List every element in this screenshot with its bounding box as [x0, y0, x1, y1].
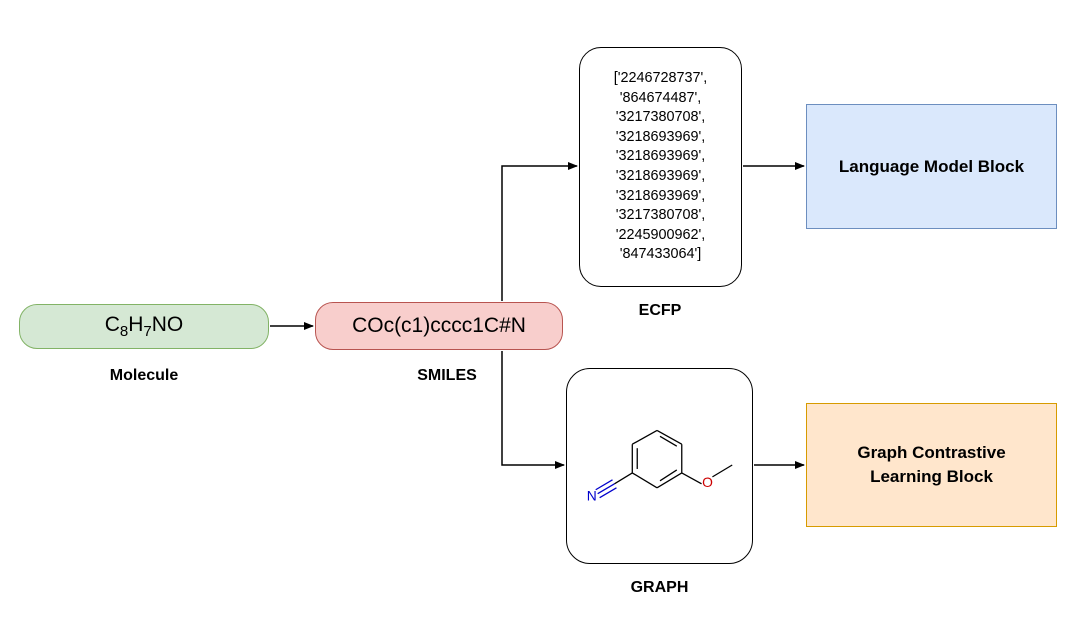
graph-contrastive-learning-block: Graph Contrastive Learning Block — [806, 403, 1057, 527]
smiles-string: COc(c1)cccc1C#N — [352, 314, 526, 337]
molecule-structure-drawing: N O — [587, 429, 733, 504]
formula-element: NO — [151, 312, 184, 336]
ecfp-bit: '3218693969', — [615, 148, 706, 165]
ecfp-node: ['2246728737', '864674487', '3217380708'… — [579, 47, 742, 287]
ecfp-bit-list: ['2246728737', '864674487', '3217380708'… — [614, 69, 708, 265]
language-model-label: Language Model Block — [838, 156, 1025, 176]
ecfp-bit: '3217380708', — [615, 109, 706, 126]
ecfp-bit: '847433064'] — [619, 246, 702, 263]
ecfp-bit: '3218693969', — [615, 187, 706, 204]
molecule-formula: C8H7NO — [105, 313, 184, 340]
smiles-node: COc(c1)cccc1C#N — [315, 302, 563, 350]
arrow-smiles-to-ecfp — [501, 162, 578, 301]
ecfp-bit: '864674487', — [619, 89, 702, 106]
ecfp-bit: ['2246728737', — [613, 70, 708, 87]
molecule-node: C8H7NO — [19, 304, 269, 349]
ecfp-bit: '3218693969', — [615, 168, 706, 184]
formula-element: C — [104, 312, 120, 336]
nitrogen-atom-label: N — [587, 488, 597, 504]
graph-node: N O — [566, 368, 753, 564]
arrow-smiles-to-graph — [501, 351, 565, 469]
ecfp-caption: ECFP — [638, 302, 682, 319]
graph-caption: GRAPH — [630, 579, 689, 596]
ecfp-bit: '3217380708', — [615, 207, 706, 224]
ecfp-bit: '3218693969', — [615, 128, 706, 145]
language-model-block: Language Model Block — [806, 104, 1057, 229]
ecfp-bit: '2245900962', — [615, 226, 706, 243]
formula-subscript: 7 — [143, 323, 152, 341]
oxygen-atom-label: O — [702, 474, 713, 490]
formula-element: H — [128, 312, 144, 336]
smiles-caption: SMILES — [417, 367, 477, 384]
graph-contrastive-label: Graph Contrastive Learning Block — [857, 443, 1006, 486]
molecule-caption: Molecule — [109, 367, 179, 384]
formula-subscript: 8 — [119, 323, 129, 341]
